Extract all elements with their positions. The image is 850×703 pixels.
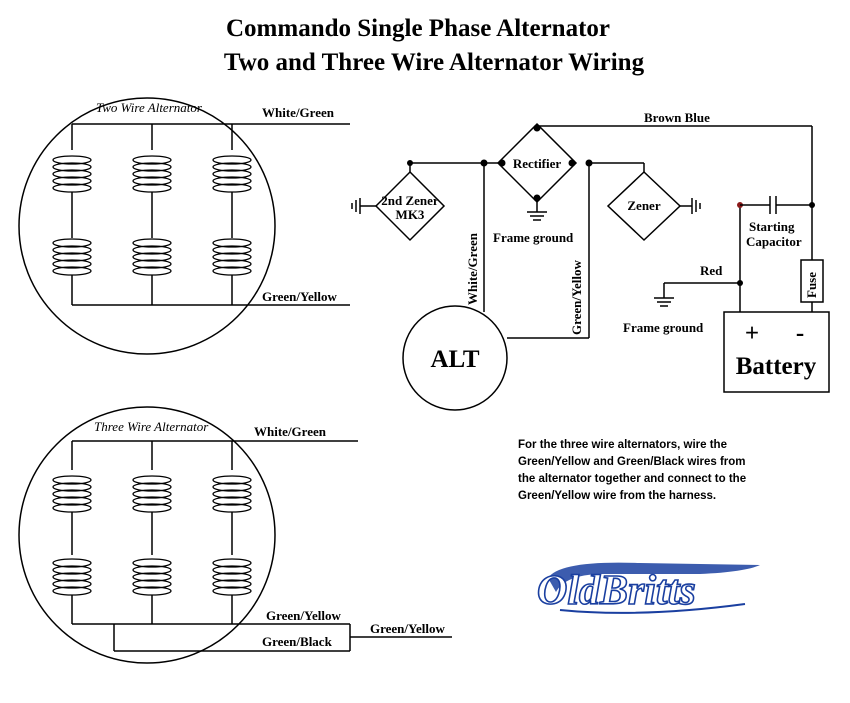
rectifier-label: Rectifier bbox=[513, 156, 562, 171]
coil-icon bbox=[212, 238, 252, 276]
two-wire-white-green-label: White/Green bbox=[262, 105, 335, 120]
zener-right-label: Zener bbox=[627, 198, 660, 213]
chassis-ground-icon bbox=[351, 198, 376, 214]
chassis-ground-icon bbox=[680, 198, 701, 214]
battery-plus: + bbox=[745, 320, 759, 347]
ground-icon bbox=[654, 297, 674, 307]
note-line-3: the alternator together and connect to t… bbox=[518, 473, 746, 485]
zener-right-diamond bbox=[606, 170, 682, 242]
two-wire-alternator: Two Wire Alternator White/Green Green/Ye… bbox=[18, 97, 350, 355]
fuse-label: Fuse bbox=[804, 272, 819, 298]
coil-icon bbox=[132, 475, 172, 513]
note-line-4: Green/Yellow wire from the harness. bbox=[518, 490, 716, 502]
title-line-1: Commando Single Phase Alternator bbox=[226, 15, 610, 42]
starting-capacitor-label-1: Starting bbox=[749, 219, 795, 234]
battery-label: Battery bbox=[736, 353, 817, 380]
three-wire-white-green-label: White/Green bbox=[254, 424, 327, 439]
frame-ground-label-1: Frame ground bbox=[493, 230, 574, 245]
note-line-2: Green/Yellow and Green/Black wires from bbox=[518, 456, 746, 468]
starting-capacitor-label-2: Capacitor bbox=[746, 234, 802, 249]
alternator-circle bbox=[402, 305, 508, 411]
three-wire-label: Three Wire Alternator bbox=[94, 419, 209, 434]
coil-icon bbox=[132, 155, 172, 193]
charging-circuit: Rectifier Brown Blue Frame ground 2nd Ze… bbox=[351, 110, 830, 411]
zener-left-label-2: MK3 bbox=[396, 207, 425, 222]
coil-icon bbox=[212, 155, 252, 193]
coil-icon bbox=[212, 475, 252, 513]
three-wire-green-yellow-label: Green/Yellow bbox=[266, 608, 341, 623]
ground-icon bbox=[527, 211, 547, 221]
zener-left-diamond bbox=[374, 170, 446, 242]
red-label: Red bbox=[700, 263, 723, 278]
logo-text: OldBritts bbox=[537, 568, 696, 614]
coil-icon bbox=[52, 475, 92, 513]
two-wire-label: Two Wire Alternator bbox=[96, 100, 203, 115]
oldbritts-logo: OldBritts bbox=[536, 562, 760, 615]
brown-blue-label: Brown Blue bbox=[644, 110, 710, 125]
coil-icon bbox=[52, 238, 92, 276]
three-wire-green-black-label: Green/Black bbox=[262, 634, 333, 649]
battery-box bbox=[723, 311, 830, 393]
wiring-note: For the three wire alternators, wire the… bbox=[518, 439, 746, 502]
title-line-2: Two and Three Wire Alternator Wiring bbox=[224, 49, 645, 76]
two-wire-stator-circle bbox=[18, 97, 276, 355]
coil-icon bbox=[132, 238, 172, 276]
frame-ground-label-2: Frame ground bbox=[623, 320, 704, 335]
alt-white-green-label: White/Green bbox=[465, 232, 480, 305]
zener-left-label-1: 2nd Zener bbox=[381, 193, 439, 208]
coil-icon bbox=[132, 558, 172, 596]
note-line-1: For the three wire alternators, wire the bbox=[518, 439, 727, 451]
three-wire-joined-green-yellow-label: Green/Yellow bbox=[370, 621, 445, 636]
coil-icon bbox=[52, 155, 92, 193]
three-wire-alternator: Three Wire Alternator White/Green Green/… bbox=[18, 406, 452, 664]
two-wire-green-yellow-label: Green/Yellow bbox=[262, 289, 337, 304]
alt-label: ALT bbox=[430, 346, 479, 373]
coil-icon bbox=[212, 558, 252, 596]
three-wire-stator-circle bbox=[18, 406, 276, 664]
coil-icon bbox=[52, 558, 92, 596]
battery-minus: - bbox=[796, 320, 804, 347]
alt-green-yellow-label: Green/Yellow bbox=[569, 260, 584, 335]
